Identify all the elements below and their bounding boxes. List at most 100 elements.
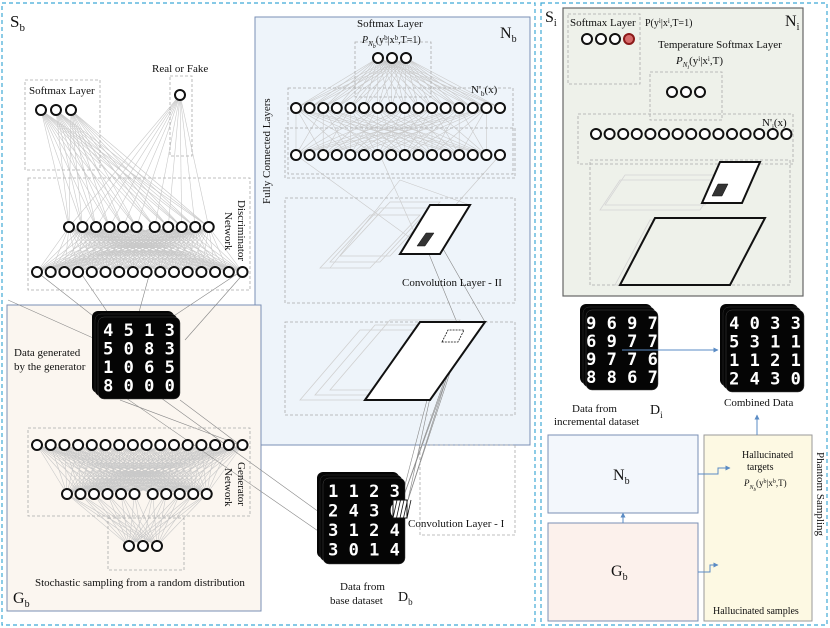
mid-fc-node [426,149,438,161]
connection-line [377,57,487,109]
gb-box-label: Gb [611,563,628,583]
connection-line [154,94,181,228]
connection-line [70,109,155,228]
right-softmax-node [609,33,621,45]
generator-node [44,439,57,451]
right-fc-node [603,128,616,140]
mid-fc-node [317,102,330,114]
base-digit-stack-front [322,477,406,565]
digit-stacks: 4 5 1 35 0 8 31 0 6 58 0 0 01 1 2 32 4 3… [92,304,805,601]
connection-line [93,444,243,495]
mid-fc-node [480,149,493,161]
mid-fc-node [412,102,425,114]
temp-softmax-node [694,86,706,98]
connection-line [377,107,487,156]
generated-digit-stack: 4 5 1 35 0 8 31 0 6 58 0 0 0 [92,311,181,400]
connection-line [377,57,460,109]
connection-line [64,226,155,273]
generated-digit-stack-front [97,316,181,400]
discriminator-node [99,266,112,278]
mid-fc-node [480,102,493,114]
mid-fc-node [330,102,343,114]
discriminator-node [126,266,139,278]
connection-line [36,226,70,273]
mid-fc-node [385,149,398,161]
connection-line [109,226,243,273]
connection-line [66,444,243,495]
connection-line [66,444,106,495]
connection-line [195,226,243,273]
connection-line [66,444,134,495]
connection-line [70,109,169,228]
mid-fc-node [317,149,330,161]
discriminator-node [189,221,202,233]
temp-softmax-node [666,86,678,98]
right-fc-node [685,128,698,140]
gen-to-disc-line [149,389,331,521]
data-inc-label-1: Data from [572,403,617,415]
generator-node [154,439,167,451]
connection-lines [7,38,787,561]
connection-line [168,226,243,273]
connection-line [68,94,181,228]
connection-line [68,226,188,273]
connection-line [36,444,153,495]
conv2-label: Convolution Layer - II [402,277,502,289]
connection-line [132,444,154,495]
discriminator-node [162,221,175,233]
discriminator-node [154,266,167,278]
discriminator-node [202,221,215,233]
connection-line [66,493,130,547]
data-generated-label-2: by the generator [14,361,86,373]
connection-line [55,109,70,228]
right-conv-feature-maps [599,161,767,286]
right-softmax-prob: P(yi|xi,T=1) [645,17,692,29]
digit-row: 9 7 7 6 [586,350,658,370]
connection-line [55,109,169,228]
connection-line [156,493,207,547]
connection-line [167,94,181,228]
left-softmax-node [35,104,47,116]
fc-to-conv-line [399,179,471,206]
kernel-hatch [396,499,401,519]
connection-line [132,226,155,273]
connection-line [50,444,153,495]
mid-fc-node [494,149,506,161]
mid-fc-node [426,102,438,114]
generator-node [101,488,114,500]
connection-line [295,107,460,156]
data-inc-label-2: incremental dataset [554,416,639,428]
right-fc-node [739,128,752,140]
generator-node [128,488,141,500]
left-softmax-node [65,104,77,116]
incremental-digit-stack: 9 6 9 76 9 7 79 7 7 68 8 6 7 [580,304,659,391]
connection-line [458,107,487,156]
right-fc-node [630,128,643,140]
mid-fc-node [466,149,479,161]
mid-fc-box [287,87,514,175]
mid-fc-node [344,102,357,114]
mid-softmax-node [372,52,384,64]
generator-node [181,439,194,451]
connection-line [50,226,70,273]
connection-line [40,109,70,228]
mid-conv1-box [284,321,516,416]
discriminator-node [140,266,153,278]
right-fc-node [617,128,630,140]
connection-line [107,493,130,547]
connection-line [66,444,188,495]
right-fc-node [726,128,738,140]
connection-line [336,57,379,109]
discriminator-label-2: Network [222,212,234,251]
left-softmax-node [50,104,62,116]
connection-line [55,109,83,228]
conv1-feature-maps [299,319,487,401]
mid-fc-node [385,102,398,114]
connection-line [55,109,97,228]
discriminator-node [222,266,235,278]
right-nprime-label: N'i(x) [762,117,787,131]
generator-node [168,439,180,451]
connection-line [68,226,202,273]
discriminator-node [63,221,75,233]
